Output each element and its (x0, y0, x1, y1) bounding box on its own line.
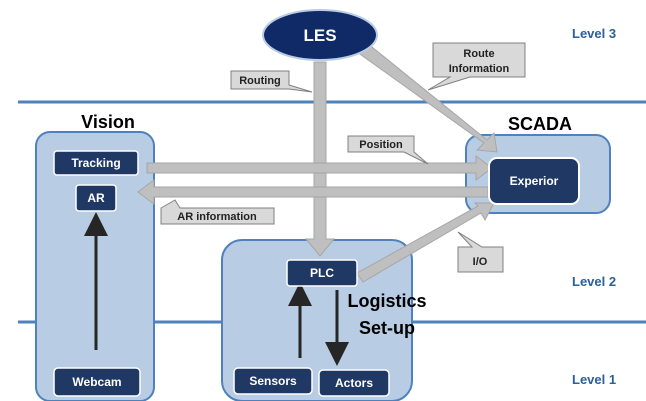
ar-information-callout-label: AR information (177, 211, 257, 223)
experior-node (488, 157, 580, 205)
io-callout-label: I/O (473, 256, 488, 268)
tracking-label: Tracking (71, 156, 120, 170)
tracking-node (53, 150, 139, 176)
vision-title: Vision (81, 112, 135, 132)
route-information-line1: Route (463, 48, 494, 60)
io-arrow (356, 202, 495, 283)
webcam-node (53, 367, 141, 397)
route-information-line2: Information (449, 63, 510, 75)
sensors-label: Sensors (249, 374, 297, 388)
route-information-callout: Route Information (427, 42, 526, 91)
ar-node (75, 184, 117, 212)
routing-callout: Routing (230, 70, 313, 93)
experior-label: Experior (510, 174, 559, 188)
logistics-title-line1: Logistics (347, 291, 426, 311)
position-callout-label: Position (359, 139, 403, 151)
position-arrow (146, 155, 493, 181)
routing-arrow (304, 61, 336, 257)
routing-callout-label: Routing (239, 75, 281, 87)
plc-label: PLC (310, 266, 334, 280)
route-information-arrow (356, 42, 498, 153)
sensors-node (233, 367, 313, 395)
io-callout: I/O (457, 231, 504, 273)
scada-title: SCADA (508, 114, 572, 134)
position-callout: Position (347, 135, 429, 165)
level-3-label: Level 3 (572, 26, 616, 41)
level-1-label: Level 1 (572, 372, 616, 387)
actors-node (318, 369, 390, 397)
plc-node (286, 259, 358, 287)
logistics-title-line2: Set-up (359, 318, 415, 338)
les-node (262, 9, 378, 61)
webcam-label: Webcam (72, 375, 121, 389)
les-label: LES (303, 26, 336, 45)
ar-information-arrow (137, 179, 489, 205)
ar-information-callout: AR information (160, 199, 275, 225)
ar-label: AR (87, 191, 105, 205)
actors-label: Actors (335, 376, 373, 390)
level-2-label: Level 2 (572, 274, 616, 289)
